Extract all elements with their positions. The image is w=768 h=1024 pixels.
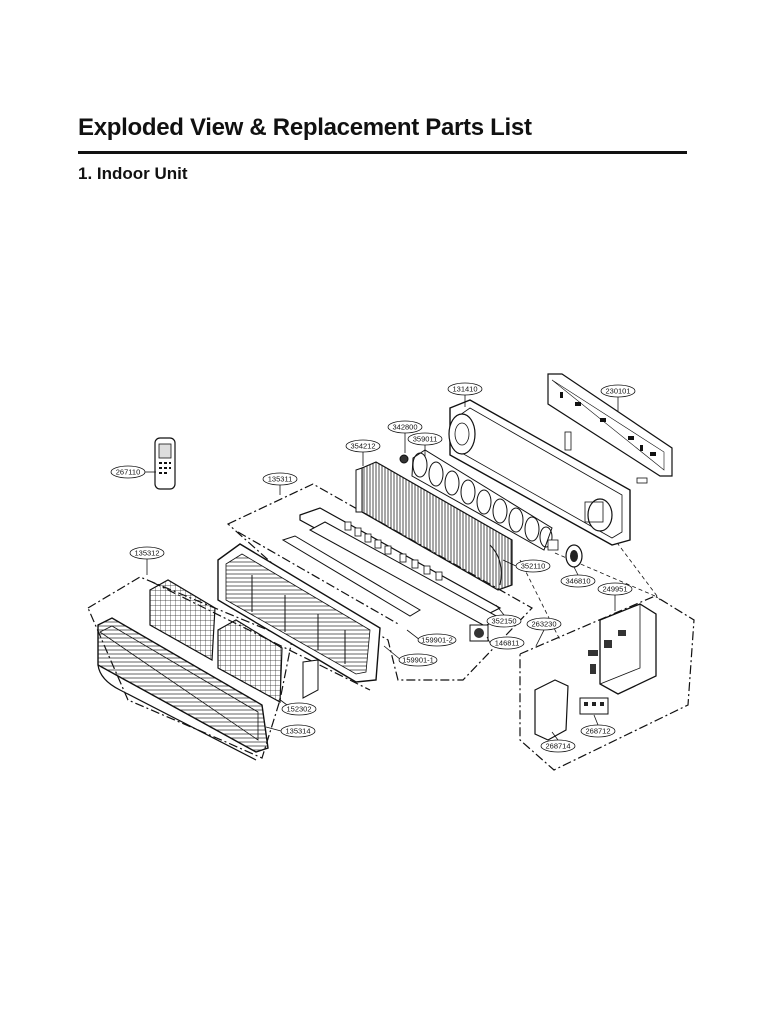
evaporator-coil bbox=[355, 461, 513, 591]
svg-text:152302: 152302 bbox=[286, 705, 311, 714]
title-rule bbox=[78, 151, 687, 154]
part-label: 152302 bbox=[278, 698, 317, 716]
fan-motor bbox=[547, 539, 583, 568]
mounting-plate bbox=[547, 373, 673, 484]
part-labels: 131410 230101 342800 359011 354212 26711… bbox=[110, 382, 636, 753]
drain-pan-frame bbox=[281, 507, 502, 627]
part-label: 354212 bbox=[345, 439, 381, 466]
part-label: 267110 bbox=[110, 465, 156, 479]
svg-text:359011: 359011 bbox=[413, 435, 437, 444]
part-label: 268712 bbox=[580, 714, 616, 738]
svg-text:352110: 352110 bbox=[521, 562, 545, 571]
svg-text:352150: 352150 bbox=[491, 617, 516, 626]
part-label: 352150 bbox=[486, 604, 522, 628]
air-filters bbox=[149, 579, 319, 703]
control-box bbox=[588, 603, 657, 695]
svg-text:230101: 230101 bbox=[605, 387, 630, 396]
main-chassis bbox=[448, 399, 631, 546]
svg-text:135311: 135311 bbox=[268, 475, 292, 484]
svg-text:268712: 268712 bbox=[585, 727, 610, 736]
part-label: 159901-1 bbox=[383, 645, 438, 667]
front-grille-frame bbox=[217, 543, 381, 683]
page-title: Exploded View & Replacement Parts List bbox=[78, 114, 532, 141]
svg-text:249951: 249951 bbox=[602, 585, 627, 594]
section-heading: 1. Indoor Unit bbox=[78, 164, 188, 183]
svg-text:135312: 135312 bbox=[134, 549, 159, 558]
part-label: 342800 bbox=[387, 420, 423, 453]
svg-text:159901-1: 159901-1 bbox=[402, 656, 434, 665]
svg-text:354212: 354212 bbox=[350, 442, 375, 451]
stepping-motor bbox=[469, 624, 489, 642]
svg-text:131410: 131410 bbox=[452, 385, 477, 394]
svg-text:263230: 263230 bbox=[531, 620, 556, 629]
part-label: 263230 bbox=[526, 617, 562, 647]
part-label: 135311 bbox=[262, 472, 298, 495]
part-label: 268714 bbox=[540, 731, 576, 753]
svg-text:135314: 135314 bbox=[285, 727, 310, 736]
part-label: 135312 bbox=[129, 546, 165, 575]
svg-text:268714: 268714 bbox=[545, 742, 570, 751]
svg-text:346810: 346810 bbox=[565, 577, 590, 586]
part-label: 131410 bbox=[447, 382, 483, 407]
part-label: 146811 bbox=[486, 636, 525, 650]
part-label: 352110 bbox=[502, 559, 551, 573]
part-label: 359011 bbox=[407, 432, 443, 457]
front-panel bbox=[97, 617, 269, 761]
part-label: 135314 bbox=[265, 724, 316, 738]
part-label: 159901-2 bbox=[406, 629, 457, 647]
svg-text:159901-2: 159901-2 bbox=[421, 636, 453, 645]
pcb-cover bbox=[534, 679, 609, 741]
part-label: 346810 bbox=[560, 566, 596, 588]
outline-control-group bbox=[519, 595, 695, 771]
part-label: 249951 bbox=[597, 582, 633, 611]
svg-text:267110: 267110 bbox=[116, 468, 140, 477]
part-label: 230101 bbox=[600, 384, 636, 411]
cross-flow-fan bbox=[399, 449, 553, 551]
remote-control bbox=[154, 437, 176, 490]
svg-text:146811: 146811 bbox=[495, 639, 519, 648]
svg-text:342800: 342800 bbox=[392, 423, 417, 432]
